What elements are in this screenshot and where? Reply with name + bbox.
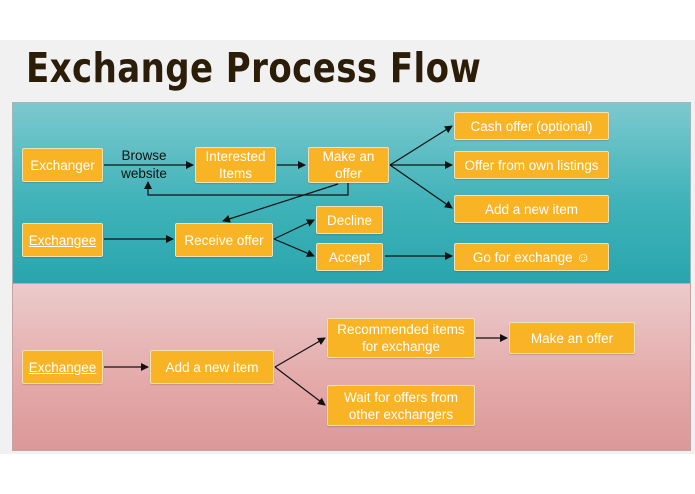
arrow-add-item-to-recommended	[274, 337, 326, 368]
add-new-item-node: Add a new item	[454, 195, 609, 223]
arrow-receive-to-accept	[273, 238, 315, 257]
make-an-offer-node: Make an offer	[308, 147, 389, 183]
exchangee-node-bottom: Exchangee	[22, 350, 103, 384]
arrow-offer-to-receive	[222, 183, 339, 223]
wait-for-offers-node: Wait for offers from other exchangers	[327, 385, 475, 426]
arrow-add-item-to-wait	[274, 366, 326, 406]
interested-items-node: Interested Items	[195, 147, 276, 183]
page-title: Exchange Process Flow	[26, 44, 482, 92]
recommended-items-node: Recommended items for exchange	[327, 318, 475, 358]
make-an-offer-node-bottom: Make an offer	[509, 322, 635, 354]
cash-offer-node: Cash offer (optional)	[454, 112, 609, 140]
browse-website-label: Browse website	[121, 148, 167, 181]
own-listings-offer-node: Offer from own listings	[454, 151, 609, 179]
decline-node: Decline	[316, 206, 383, 234]
exchanger-node: Exchanger	[22, 148, 103, 182]
arrow-offer-back-to-browse	[144, 181, 349, 196]
arrow-offer-to-cash	[389, 125, 453, 166]
add-new-item-node-bottom: Add a new item	[150, 350, 274, 384]
receive-offer-node: Receive offer	[175, 223, 273, 257]
accept-node: Accept	[316, 243, 383, 271]
arrow-offer-to-new-item	[389, 164, 453, 209]
exchangee-node: Exchangee	[22, 223, 103, 257]
arrow-receive-to-decline	[273, 219, 315, 240]
go-for-exchange-node: Go for exchange ☺	[454, 243, 609, 271]
